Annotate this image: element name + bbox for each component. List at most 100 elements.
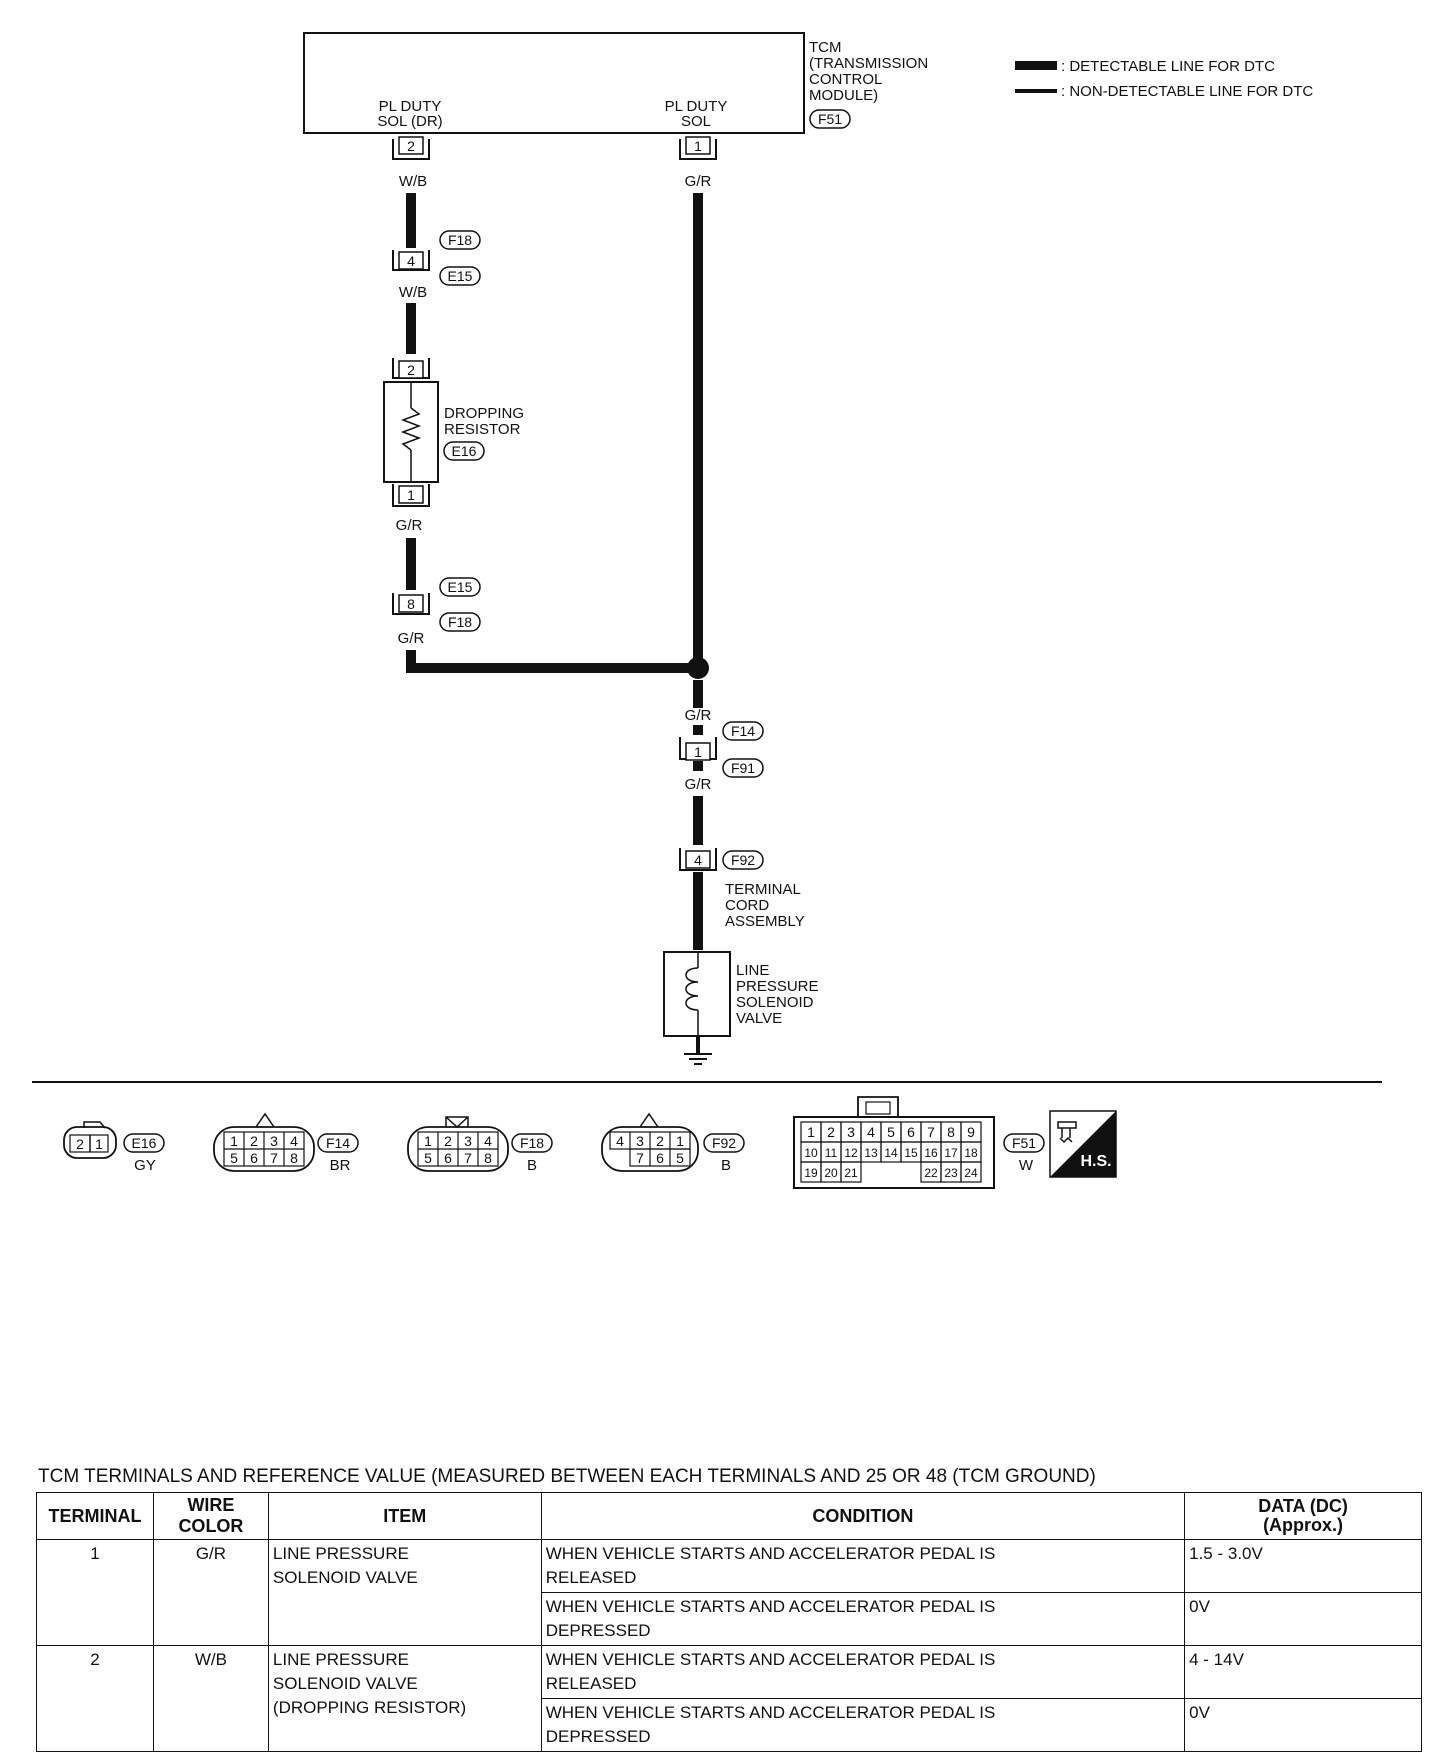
connector-id-oval: E15 (439, 266, 481, 286)
condition-line: DEPRESSED (545, 1621, 651, 1640)
hs-badge-text: H.S. (1080, 1153, 1111, 1170)
connector-f18-e15: 4 F18 E15 (392, 230, 481, 286)
svg-text:BR: BR (330, 1157, 351, 1174)
solenoid-body (663, 951, 731, 1037)
svg-text:F14: F14 (731, 723, 755, 739)
cell-condition: WHEN VEHICLE STARTS AND ACCELERATOR PEDA… (540, 1645, 1186, 1699)
tcm-pin-1: 1 (679, 136, 717, 160)
connector-view-f14: 1 2 3 4 5 6 7 8 F14 BR (213, 1112, 359, 1174)
pin-number: 18 (964, 1146, 978, 1160)
table-row: 1 G/R LINE PRESSURE SOLENOID VALVE WHEN … (36, 1539, 1422, 1646)
wire-color-label: G/R (685, 776, 712, 793)
wire-color-label: G/R (398, 630, 425, 647)
wire-color-label: G/R (685, 173, 712, 190)
svg-text:F92: F92 (712, 1135, 736, 1151)
legend-detectable-text: : DETECTABLE LINE FOR DTC (1061, 58, 1275, 75)
cell-terminal: 1 (36, 1539, 154, 1646)
cell-data: 1.5 - 3.0V (1184, 1539, 1422, 1593)
wire-color-label: G/R (685, 707, 712, 724)
svg-text:6: 6 (250, 1150, 258, 1166)
reference-table: TERMINAL WIRE COLOR ITEM CONDITION DATA … (36, 1492, 1422, 1752)
svg-text:8: 8 (484, 1150, 492, 1166)
tcm-label-line: TCM (809, 39, 842, 56)
terminal-cord-label: ASSEMBLY (725, 913, 805, 930)
coil-icon (685, 967, 699, 1011)
pin-number: 4 (867, 1124, 875, 1140)
svg-text:2: 2 (250, 1133, 258, 1149)
svg-text:3: 3 (464, 1133, 472, 1149)
svg-text:F18: F18 (448, 614, 472, 630)
svg-text:E15: E15 (448, 579, 473, 595)
wire-color-label: W/B (399, 284, 427, 301)
svg-text:7: 7 (464, 1150, 472, 1166)
tcm-label-line: CONTROL (809, 71, 882, 88)
pin-number: 16 (924, 1146, 938, 1160)
svg-text:B: B (527, 1157, 537, 1174)
svg-text:7: 7 (270, 1150, 278, 1166)
terminal-cord-label: TERMINAL (725, 881, 801, 898)
connector-id-oval: E15 (439, 577, 481, 597)
svg-text:4: 4 (694, 852, 702, 868)
pl-duty-sol-label: PL DUTY (665, 98, 728, 115)
item-line: SOLENOID VALVE (272, 1674, 418, 1693)
svg-text:1: 1 (694, 138, 702, 154)
svg-text:W: W (1019, 1157, 1034, 1174)
dropping-resistor: 2 1 DROPPING RESISTOR E16 (383, 358, 524, 507)
solenoid-label: VALVE (736, 1010, 782, 1027)
pl-duty-sol-label: SOL (681, 113, 711, 130)
svg-text:E16: E16 (132, 1135, 157, 1151)
pin-number: 9 (967, 1124, 975, 1140)
svg-text:F18: F18 (520, 1135, 544, 1151)
cell-item: LINE PRESSURE SOLENOID VALVE (267, 1539, 542, 1646)
pin-number: 12 (844, 1146, 858, 1160)
svg-text:1: 1 (95, 1136, 103, 1152)
svg-text:1: 1 (424, 1133, 432, 1149)
pin-number: 15 (904, 1146, 918, 1160)
cell-condition: WHEN VEHICLE STARTS AND ACCELERATOR PEDA… (540, 1592, 1186, 1646)
svg-text:8: 8 (407, 596, 415, 612)
pin-cell (840, 1161, 862, 1183)
svg-text:2: 2 (444, 1133, 452, 1149)
solenoid-label: SOLENOID (736, 994, 814, 1011)
pin-number: 22 (924, 1166, 938, 1180)
connector-id-oval: F18 (439, 230, 481, 250)
cell-wire-color: G/R (152, 1539, 269, 1646)
item-line: LINE PRESSURE (272, 1544, 409, 1563)
svg-text:E16: E16 (452, 443, 477, 459)
connector-e15-f18: 8 E15 F18 (392, 577, 481, 632)
pin-number: 19 (804, 1166, 818, 1180)
condition-line: DEPRESSED (545, 1727, 651, 1746)
svg-text:5: 5 (424, 1150, 432, 1166)
cell-condition: WHEN VEHICLE STARTS AND ACCELERATOR PEDA… (540, 1539, 1186, 1593)
connector-id-oval: F14 (722, 721, 764, 741)
pin-number: 14 (884, 1146, 898, 1160)
svg-text:GY: GY (134, 1157, 156, 1174)
svg-text:6: 6 (444, 1150, 452, 1166)
pl-duty-sol-dr-label: SOL (DR) (377, 113, 442, 130)
connector-view-f18: 1 2 3 4 5 6 7 8 F18 B (407, 1116, 553, 1174)
pin-number: 24 (964, 1166, 978, 1180)
svg-text:F91: F91 (731, 760, 755, 776)
pin-number: 21 (844, 1166, 858, 1180)
connector-view-e16: 2 1 E16 GY (63, 1121, 165, 1174)
connector-id-oval: F92 (722, 850, 764, 870)
condition-line: RELEASED (545, 1674, 637, 1693)
table-header-row: TERMINAL WIRE COLOR ITEM CONDITION DATA … (36, 1492, 1422, 1540)
pin-number: 3 (847, 1124, 855, 1140)
cell-condition: WHEN VEHICLE STARTS AND ACCELERATOR PEDA… (540, 1698, 1186, 1752)
resistor-zigzag-icon (400, 407, 422, 451)
svg-text:F92: F92 (731, 852, 755, 868)
svg-text:6: 6 (656, 1150, 664, 1166)
pin-number: 2 (827, 1124, 835, 1140)
svg-text:4: 4 (407, 253, 415, 269)
connector-latch-icon (445, 1116, 469, 1129)
svg-text:B: B (721, 1157, 731, 1174)
legend-non-detectable-swatch (1015, 89, 1057, 93)
pin-number: 7 (927, 1124, 935, 1140)
svg-text:1: 1 (694, 744, 702, 760)
pin-number: 8 (947, 1124, 955, 1140)
resistor-label: DROPPING (444, 405, 524, 422)
wire-color-label: G/R (396, 517, 423, 534)
pl-duty-sol-dr-label: PL DUTY (379, 98, 442, 115)
